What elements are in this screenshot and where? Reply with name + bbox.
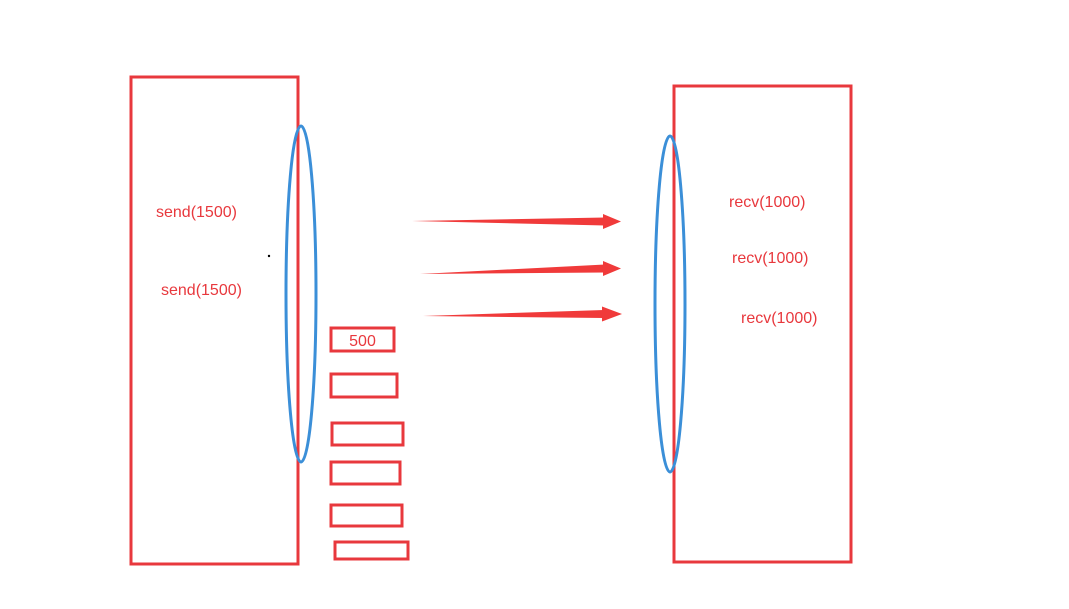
receiver-buffer-ellipse xyxy=(653,134,687,474)
packet-box xyxy=(330,421,405,447)
packet-label: 500 xyxy=(349,333,376,350)
transfer-arrow-1 xyxy=(412,214,621,229)
packet-box xyxy=(329,503,404,528)
stray-dot xyxy=(267,254,271,258)
receiver-call-1: recv(1000) xyxy=(729,194,805,211)
transfer-arrow-3 xyxy=(423,306,622,322)
transfer-arrow-2 xyxy=(420,261,621,276)
packet-box xyxy=(333,540,410,561)
receiver-box xyxy=(672,84,853,564)
packet-box: 500 xyxy=(329,326,396,353)
sender-buffer-ellipse xyxy=(284,124,318,464)
sender-box xyxy=(129,75,300,566)
receiver-call-2: recv(1000) xyxy=(732,250,808,267)
sender-call-2: send(1500) xyxy=(161,282,242,299)
packet-list: 500 xyxy=(329,326,410,561)
receiver-call-3: recv(1000) xyxy=(741,310,817,327)
sender-call-1: send(1500) xyxy=(156,204,237,221)
packet-box xyxy=(329,372,399,399)
packet-box xyxy=(329,460,402,486)
